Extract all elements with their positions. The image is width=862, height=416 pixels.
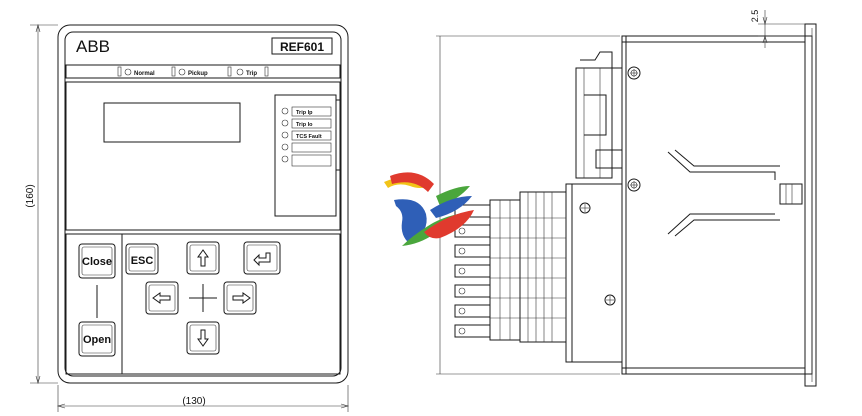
- screw-middle: [627, 178, 641, 192]
- dimension-width: (130): [56, 385, 350, 412]
- status-led-trip-label: Trip: [246, 71, 257, 77]
- status-led-pickup-icon: [178, 68, 186, 76]
- model-label: REF601: [280, 40, 324, 54]
- alarm-led-1-label: Trip Ip: [296, 110, 313, 116]
- status-led-normal: Normal: [117, 66, 155, 77]
- side-gap-label: 2.5: [750, 10, 760, 23]
- arrow-left-icon: [152, 292, 171, 304]
- alarm-led-4-icon: [281, 143, 289, 151]
- alarm-led-5-icon: [281, 155, 289, 163]
- open-key-label: Open: [83, 334, 111, 346]
- alarm-led-list: Trip Ip Trip Io TCS Fault: [281, 106, 332, 167]
- enter-return-icon: [253, 252, 271, 267]
- dimension-height: (160): [25, 23, 58, 385]
- alarm-led-3-label: TCS Fault: [296, 134, 322, 140]
- front-view: ABB REF601 Normal Pickup Trip: [57, 24, 349, 384]
- upper-clip: [575, 51, 623, 179]
- screw-lower: [604, 294, 616, 306]
- alarm-led-panel: [274, 94, 337, 217]
- height-dimension-label: (160): [25, 184, 36, 207]
- down-key[interactable]: [186, 321, 220, 355]
- up-key[interactable]: [186, 241, 220, 275]
- esc-key-label: ESC: [131, 255, 154, 267]
- front-housing-outer: [57, 24, 349, 384]
- side-view: 2.5: [436, 10, 817, 387]
- brand-logo: ABB: [76, 37, 110, 56]
- front-flange: [804, 23, 817, 387]
- esc-key[interactable]: ESC: [125, 243, 159, 275]
- alarm-led-3-icon: [281, 131, 289, 139]
- arrow-down-icon: [197, 329, 209, 347]
- width-dimension-label: (130): [182, 396, 205, 407]
- arrow-right-icon: [232, 292, 251, 304]
- left-key[interactable]: [145, 281, 179, 315]
- keypad-area: [65, 233, 341, 375]
- screw-connector: [579, 202, 591, 214]
- status-led-trip-icon: [236, 68, 244, 76]
- nav-center-cross: [189, 284, 217, 312]
- front-housing-inner: [64, 31, 342, 377]
- status-led-normal-label: Normal: [134, 71, 155, 77]
- arrow-up-icon: [197, 249, 209, 267]
- close-key[interactable]: Close: [78, 243, 116, 279]
- terminal-block: [454, 183, 623, 363]
- close-key-label: Close: [82, 256, 112, 268]
- open-key[interactable]: Open: [78, 321, 116, 357]
- spring-clip-upper-2: [674, 149, 780, 167]
- dimension-side-gap: 2.5: [750, 10, 805, 48]
- side-housing: [621, 35, 813, 375]
- alarm-led-2-icon: [281, 119, 289, 127]
- lcd-window: [103, 102, 241, 143]
- spring-clip-lower: [667, 213, 775, 235]
- display-panel: [65, 81, 341, 231]
- status-led-normal-icon: [124, 68, 132, 76]
- spring-clip-upper: [667, 151, 776, 180]
- alarm-led-1-icon: [281, 107, 289, 115]
- right-key[interactable]: [223, 281, 257, 315]
- enter-key[interactable]: [243, 241, 281, 275]
- spring-clip-lower-2: [674, 219, 780, 237]
- status-led-strip: [65, 64, 341, 79]
- side-rivet: [779, 183, 803, 205]
- watermark-logo-icon: [384, 172, 474, 246]
- status-led-pickup-label: Pickup: [188, 71, 208, 77]
- alarm-led-2-label: Trip Io: [296, 122, 313, 128]
- screw-top: [627, 66, 641, 80]
- model-badge: [271, 37, 333, 55]
- status-led-trip: Trip: [227, 66, 269, 77]
- status-led-pickup: Pickup: [171, 66, 208, 77]
